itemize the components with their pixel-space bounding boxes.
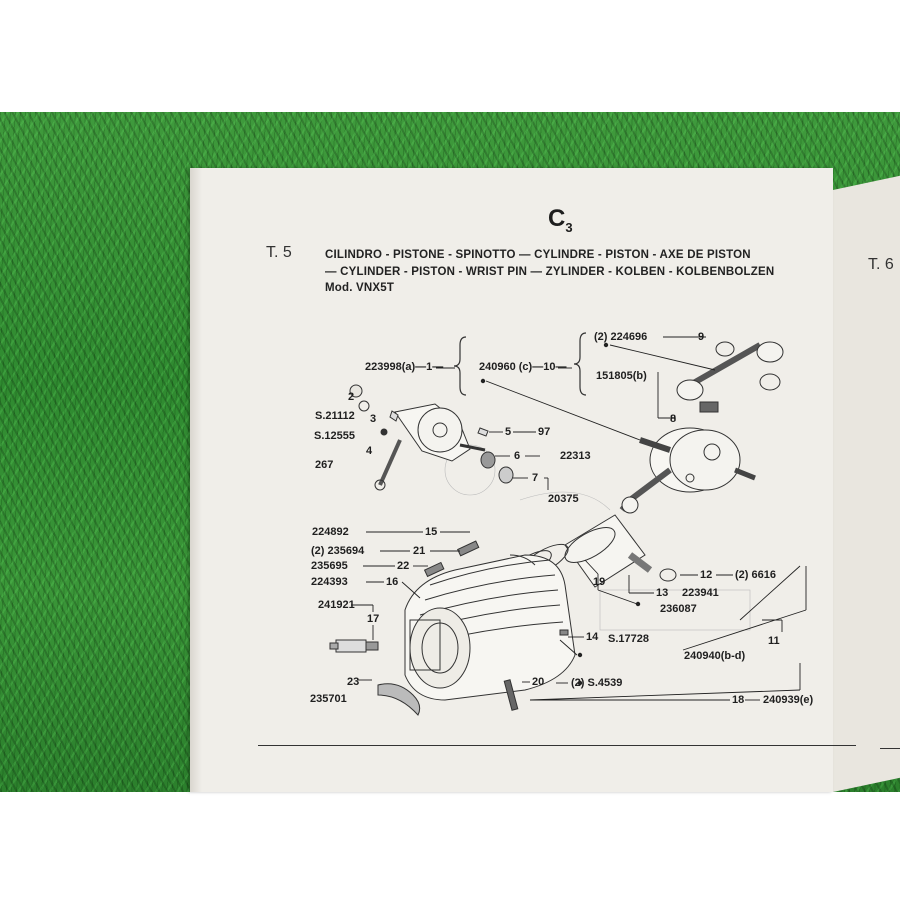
label-22313: 22313 bbox=[560, 450, 591, 462]
cylinder-drawing bbox=[404, 554, 576, 701]
stud-part-20 bbox=[503, 679, 519, 711]
stud-part-14 bbox=[559, 629, 569, 636]
page-section-letter: C3 bbox=[548, 205, 573, 235]
connecting-rod-drawing bbox=[676, 341, 784, 413]
title-line-1: CILINDRO - PISTONE - SPINOTTO — CYLINDRE… bbox=[325, 249, 751, 261]
bearing-part-7 bbox=[498, 466, 514, 484]
brace-1 bbox=[453, 336, 467, 396]
label-240939: 240939(e) bbox=[763, 694, 814, 706]
label-4: 4 bbox=[366, 445, 373, 457]
label-20375: 20375 bbox=[548, 493, 579, 505]
label-223998-1: 223998(a)—1— bbox=[365, 361, 444, 373]
label-12: 12 bbox=[700, 569, 713, 581]
title-line-2: — CYLINDER - PISTON - WRIST PIN — ZYLIND… bbox=[325, 266, 775, 278]
label-8: 8 bbox=[670, 413, 677, 425]
stud-part-22 bbox=[423, 561, 445, 578]
stud-part-21 bbox=[457, 540, 480, 557]
table-number: T. 5 bbox=[266, 244, 292, 261]
label-6: 6 bbox=[514, 450, 521, 462]
label-20: 20 bbox=[532, 676, 545, 688]
label-23: 23 bbox=[347, 676, 360, 688]
label-7: 7 bbox=[532, 472, 539, 484]
label-240940: 240940(b-d) bbox=[684, 650, 746, 662]
print-through-ghost bbox=[444, 444, 751, 631]
reference-dots bbox=[480, 342, 641, 686]
key-part-5 bbox=[477, 427, 489, 437]
page-edge-shadow bbox=[190, 168, 202, 792]
label-s4539: (2) S.4539 bbox=[571, 677, 623, 689]
label-236087: 236087 bbox=[660, 603, 697, 615]
washer-part-3 bbox=[358, 400, 370, 412]
leader-lines bbox=[351, 336, 807, 701]
label-151805: 151805(b) bbox=[596, 370, 647, 382]
label-235701: 235701 bbox=[310, 693, 347, 705]
label-2: 2 bbox=[348, 391, 355, 403]
spark-plug-drawing bbox=[329, 639, 379, 653]
label-21: 21 bbox=[413, 545, 426, 557]
label-235695: 235695 bbox=[311, 560, 348, 572]
label-16: 16 bbox=[386, 576, 399, 588]
key-part-4 bbox=[380, 428, 388, 436]
label-97: 97 bbox=[538, 426, 551, 438]
clip-part-15 bbox=[509, 554, 536, 566]
label-17: 17 bbox=[367, 613, 380, 625]
label-s21112: S.21112 bbox=[315, 410, 355, 422]
label-3: 3 bbox=[370, 413, 377, 425]
label-14: 14 bbox=[586, 631, 599, 643]
label-240960-10: 240960 (c)—10— bbox=[479, 361, 567, 373]
label-19: 19 bbox=[593, 576, 606, 588]
label-s12555: S.12555 bbox=[314, 430, 355, 442]
brace-10 bbox=[573, 332, 587, 396]
nut-part-6 bbox=[480, 451, 496, 469]
label-13: 13 bbox=[656, 587, 669, 599]
label-224393: 224393 bbox=[311, 576, 348, 588]
crankshaft-drawing bbox=[619, 427, 756, 514]
label-224892: 224892 bbox=[312, 526, 349, 538]
label-267: 267 bbox=[315, 459, 334, 471]
label-224696: (2) 224696 bbox=[594, 331, 648, 343]
label-15: 15 bbox=[425, 526, 438, 538]
label-223941: 223941 bbox=[682, 587, 719, 599]
label-9: 9 bbox=[698, 331, 705, 343]
label-235694: (2) 235694 bbox=[311, 545, 365, 557]
label-11: 11 bbox=[768, 635, 780, 647]
nut-part-2 bbox=[349, 384, 363, 398]
label-s17728: S.17728 bbox=[608, 633, 649, 645]
small-crankshaft-drawing bbox=[374, 403, 486, 491]
right-table-number: T. 6 bbox=[868, 256, 894, 273]
label-18: 18 bbox=[732, 694, 745, 706]
label-6616: (2) 6616 bbox=[735, 569, 776, 581]
label-241921: 241921 bbox=[318, 599, 355, 611]
right-page-rule bbox=[880, 748, 900, 750]
label-5: 5 bbox=[505, 426, 512, 438]
label-22: 22 bbox=[397, 560, 410, 572]
gasket-drawing bbox=[377, 683, 421, 716]
model-label: Mod. VNX5T bbox=[325, 282, 395, 294]
bottom-rule bbox=[258, 745, 856, 747]
